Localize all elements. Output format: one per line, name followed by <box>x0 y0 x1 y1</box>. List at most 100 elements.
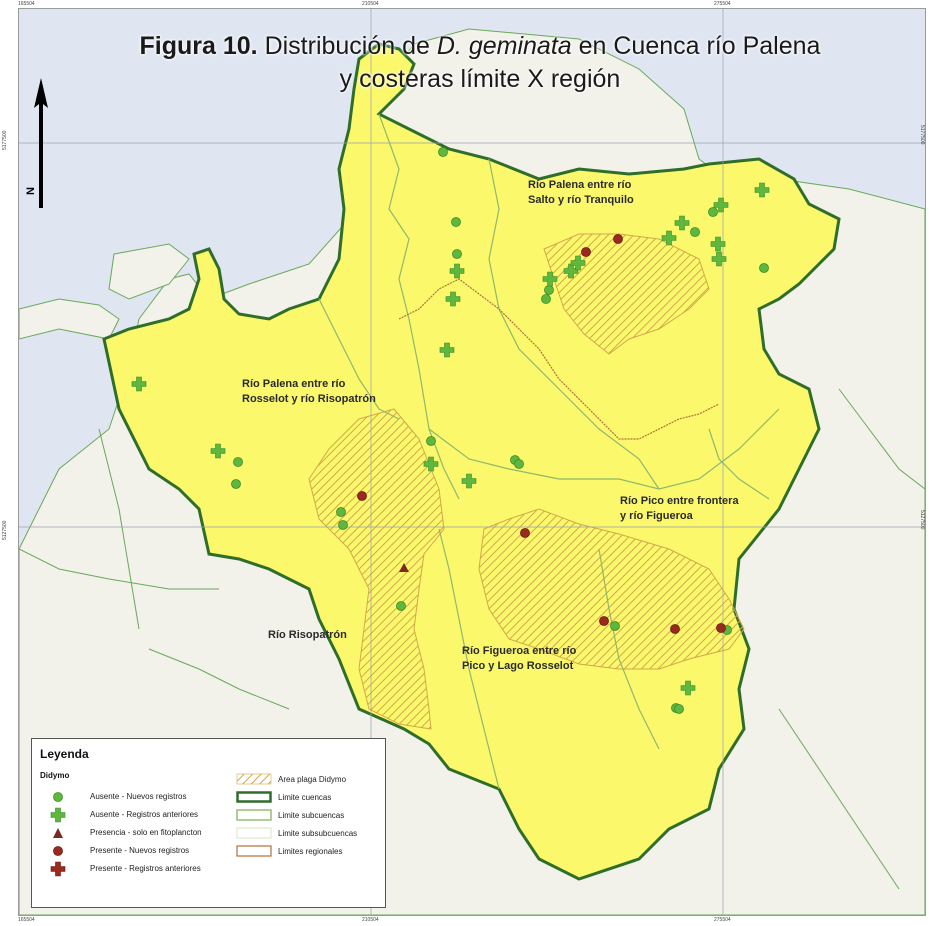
label-line: Río Figueroa entre río <box>462 645 577 657</box>
green-cross-marker <box>711 251 727 267</box>
legend-item: Limite subsubcuencas <box>278 829 358 838</box>
subbasin-limits <box>318 113 780 790</box>
green-circle-marker <box>610 621 620 631</box>
green-circle-marker <box>438 147 448 157</box>
green-circle-marker <box>336 507 346 517</box>
green-circle-marker <box>231 479 241 489</box>
legend-item: Presente - Nuevos registros <box>90 846 190 855</box>
plague-area-west <box>308 408 445 730</box>
coord-top-1: 165504 <box>18 1 35 7</box>
red-circle-marker <box>520 528 530 538</box>
green-circle-marker <box>690 227 700 237</box>
green-cross-marker <box>439 342 455 358</box>
red-triangle-icon <box>53 828 63 838</box>
coord-top-2: 210504 <box>362 1 379 7</box>
label-line: Río Risopatrón <box>268 629 347 641</box>
legend-item: Ausente - Registros anteriores <box>90 810 199 819</box>
north-label: N <box>24 187 37 195</box>
green-circle-marker <box>451 217 461 227</box>
red-circle-icon <box>53 846 63 856</box>
label-line: Pico y Lago Rosselot <box>462 660 574 672</box>
legend-item: Presente - Registros anteriores <box>90 864 201 873</box>
title-part1: Distribución de <box>257 32 437 60</box>
legend-subtitle: Didymo <box>40 771 70 780</box>
green-cross-icon <box>50 807 66 823</box>
coord-right-2: 5127500 <box>919 510 925 530</box>
north-arrow-icon <box>34 78 48 208</box>
subsubcuenca-swatch-icon <box>236 827 272 839</box>
red-circle-marker <box>670 624 680 634</box>
red-circle-marker <box>613 234 623 244</box>
coord-left-2: 5127500 <box>2 520 8 540</box>
green-circle-marker <box>544 285 554 295</box>
observation-markers <box>131 147 770 714</box>
map-title-line2: y costeras límite X región <box>339 65 621 93</box>
green-cross-marker <box>563 263 579 279</box>
red-circle-marker <box>599 616 609 626</box>
green-cross-marker <box>423 456 439 472</box>
label-palena-rosselot: Río Palena entre río Rosselot y río Riso… <box>242 377 376 407</box>
label-figueroa: Río Figueroa entre río Pico y Lago Rosse… <box>462 644 576 674</box>
coast-island <box>108 243 190 300</box>
green-circle-icon <box>53 792 63 802</box>
map-title: Figura 10. Distribución de D. geminata e… <box>60 30 900 96</box>
label-line: y río Figueroa <box>620 510 693 522</box>
coord-bottom-1: 165504 <box>18 917 35 923</box>
green-circle-marker <box>452 249 462 259</box>
legend-item: Ausente - Nuevos registros <box>90 792 187 801</box>
legend-item: Limite subcuencas <box>278 811 345 820</box>
label-line: Salto y río Tranquilo <box>528 194 634 206</box>
green-circle-marker <box>233 457 243 467</box>
green-circle-marker <box>674 704 684 714</box>
green-circle-marker <box>541 294 551 304</box>
coord-top-3: 275504 <box>714 1 731 7</box>
label-line: Río Pico entre frontera <box>620 495 739 507</box>
legend-item: Limite cuencas <box>278 793 332 802</box>
green-cross-marker <box>461 473 477 489</box>
green-circle-marker <box>426 436 436 446</box>
cuenca-swatch-icon <box>236 791 272 803</box>
label-risopatron: Río Risopatrón <box>268 628 347 643</box>
green-cross-marker <box>131 376 147 392</box>
hatch-swatch-icon <box>236 773 272 785</box>
green-circle-marker <box>759 263 769 273</box>
red-circle-marker <box>357 491 367 501</box>
legend-item: Area plaga Didymo <box>278 775 347 784</box>
green-cross-marker <box>674 215 690 231</box>
red-triangle-marker <box>399 563 409 572</box>
regional-swatch-icon <box>236 845 272 857</box>
green-cross-marker <box>754 182 770 198</box>
red-circle-marker <box>716 623 726 633</box>
coord-left-1: 5177500 <box>2 130 8 150</box>
label-line: Río Palena entre río <box>242 378 346 390</box>
title-part2: en Cuenca río Palena <box>571 32 821 60</box>
label-palena-salto: Río Palena entre río Salto y río Tranqui… <box>528 178 634 208</box>
green-cross-marker <box>713 197 729 213</box>
label-line: Río Palena entre río <box>528 179 632 191</box>
green-cross-marker <box>680 680 696 696</box>
coord-bottom-3: 275504 <box>714 917 731 923</box>
coord-right-1: 5177500 <box>919 125 925 145</box>
legend-title: Leyenda <box>40 747 89 761</box>
green-cross-marker <box>449 263 465 279</box>
green-circle-marker <box>514 459 524 469</box>
legend-item: Presencia - solo en fitoplancton <box>90 828 202 837</box>
green-cross-marker <box>210 443 226 459</box>
subcuenca-swatch-icon <box>236 809 272 821</box>
map-grid <box>19 9 925 915</box>
map-legend: Leyenda Didymo Ausente - Nuevos registro… <box>31 738 386 908</box>
green-circle-marker <box>338 520 348 530</box>
red-cross-icon <box>50 861 66 877</box>
green-cross-marker <box>570 255 586 271</box>
green-cross-marker <box>445 291 461 307</box>
coord-bottom-2: 210504 <box>362 917 379 923</box>
label-line: Rosselot y río Risopatrón <box>242 393 376 405</box>
green-cross-marker <box>710 236 726 252</box>
green-circle-marker <box>708 207 718 217</box>
land-north-west <box>19 298 120 340</box>
title-figure-number: Figura 10. <box>139 32 258 60</box>
label-pico-frontera: Río Pico entre frontera y río Figueroa <box>620 494 739 524</box>
red-circle-marker <box>581 247 591 257</box>
green-cross-marker <box>661 230 677 246</box>
